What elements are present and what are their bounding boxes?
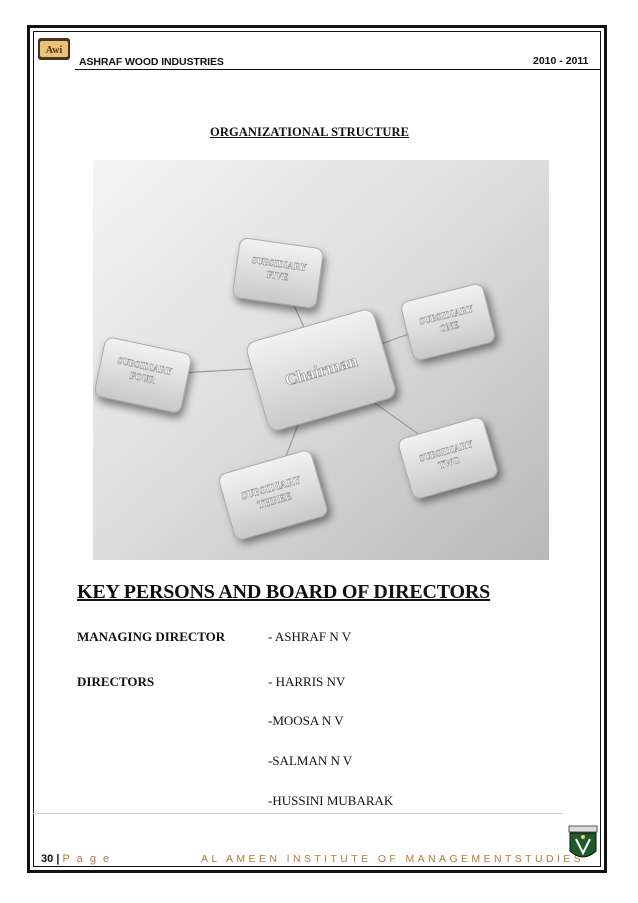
subsidiary-four-tile: SUBSIDIARY FOUR	[94, 337, 192, 413]
report-year: 2010 - 2011	[533, 55, 589, 67]
key-persons-title: KEY PERSONS AND BOARD OF DIRECTORS	[77, 581, 491, 603]
managing-director-name: - ASHRAF N V	[268, 629, 352, 644]
subsidiary-one-tile: SUBSIDIARY ONE	[401, 283, 495, 361]
page-number-value: 30	[41, 853, 54, 865]
page-border-outer	[27, 25, 607, 873]
institute-name: AL AMEEN INSTITUTE OF MANAGEMENTSTUDIES	[201, 853, 585, 865]
org-chart-diagram: SUBSIDIARY FIVE SUBSIDIARY ONE SUBSIDIAR…	[93, 160, 549, 560]
subsidiary-two-tile: SUBSIDIARY TWO	[398, 417, 498, 499]
institute-crest-icon	[566, 823, 600, 863]
header-divider	[75, 69, 600, 70]
director-name: -HUSSINI MUBARAK	[268, 793, 394, 808]
company-logo: Awi	[38, 38, 70, 60]
subsidiary-one-line2: ONE	[439, 320, 460, 334]
logo-text: Awi	[46, 45, 63, 56]
subsidiary-five-line2: FIVE	[266, 270, 289, 283]
chairman-tile: Chairman	[246, 309, 396, 431]
subsidiary-five-tile: SUBSIDIARY FIVE	[232, 237, 324, 309]
director-name: -SALMAN N V	[268, 753, 353, 768]
page-border-inner	[33, 31, 601, 867]
director-name: - HARRIS NV	[268, 674, 346, 689]
subsidiary-three-tile: SUBSIDIARY THREE	[218, 450, 328, 540]
footer-divider	[33, 813, 563, 814]
directors-label: DIRECTORS	[77, 674, 155, 689]
org-structure-title: ORGANIZATIONAL STRUCTURE	[210, 125, 410, 139]
managing-director-label: MANAGING DIRECTOR	[77, 629, 226, 644]
director-name: -MOOSA N V	[268, 713, 344, 728]
company-name: ASHRAF WOOD INDUSTRIES	[79, 56, 224, 68]
page-word: P a g e	[62, 853, 112, 865]
page-number: 30 | P a g e	[41, 853, 111, 865]
page-separator: |	[56, 853, 60, 865]
